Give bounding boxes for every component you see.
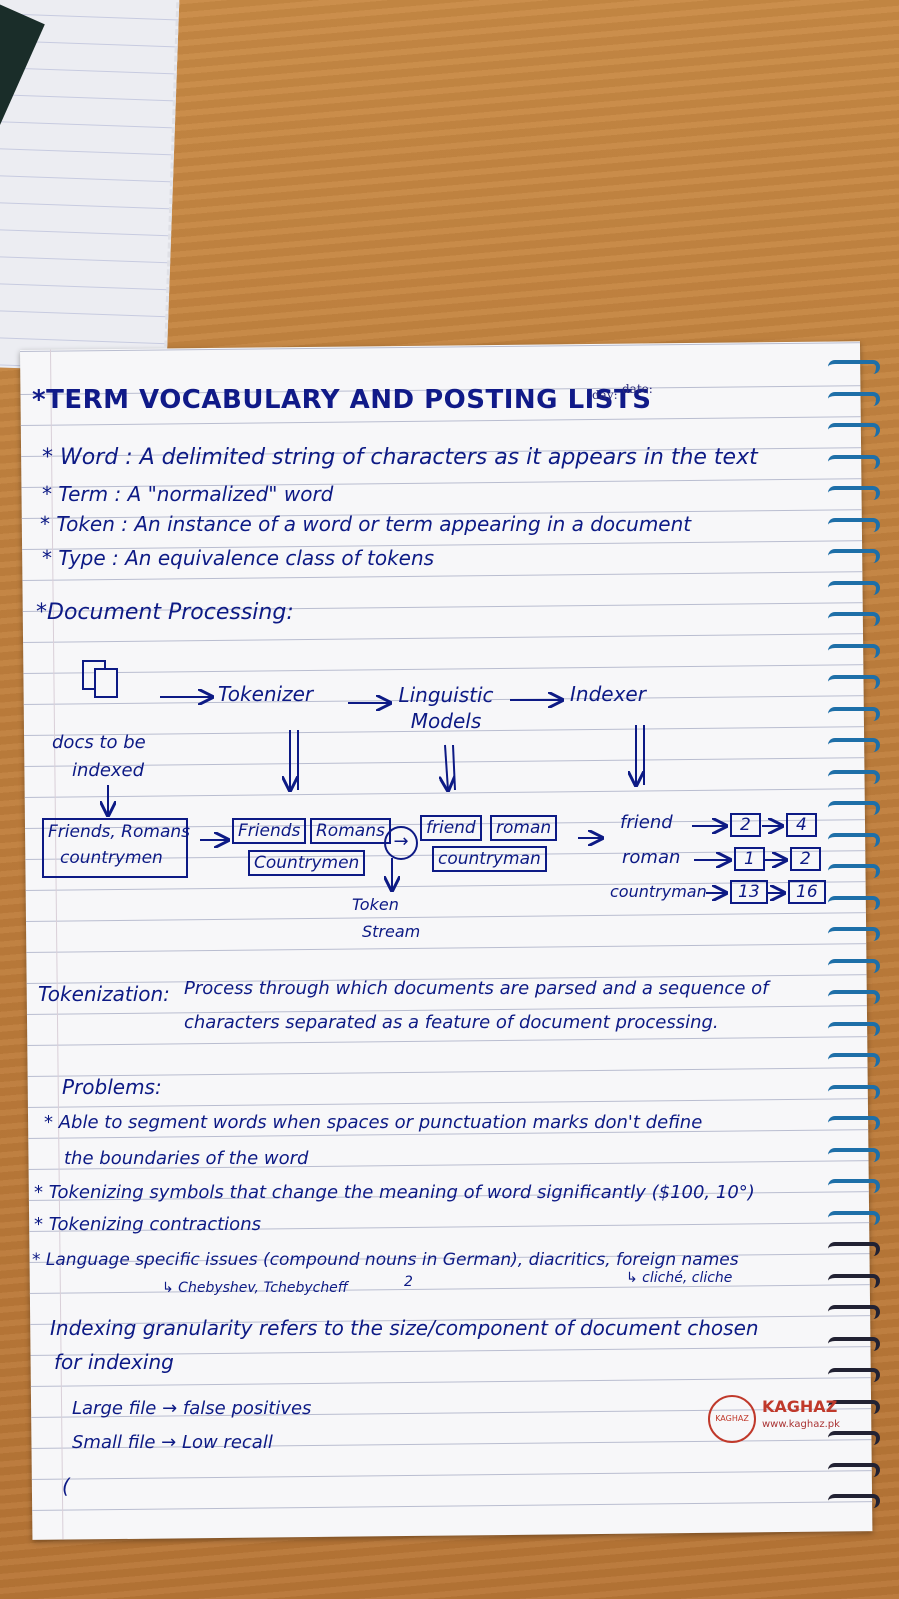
docs-label-line2: indexed [72, 760, 145, 781]
spiral-coil [828, 1084, 880, 1099]
normalized-box: countryman [432, 846, 547, 872]
spiral-coil [828, 1305, 880, 1319]
spiral-coil [828, 1210, 880, 1225]
spiral-binding [828, 360, 898, 1540]
definition-type: * Type : An equivalence class of tokens [42, 546, 435, 570]
pipeline-tokenizer: Tokenizer [218, 682, 314, 706]
problem-sub-note: ↳ cliché, cliche [626, 1270, 733, 1286]
spiral-coil [828, 391, 880, 406]
spiral-coil [828, 769, 880, 784]
spiral-coil [828, 832, 880, 847]
spiral-coil [828, 454, 880, 469]
spiral-coil [828, 738, 880, 752]
brand-stamp: KAGHAZ KAGHAZ www.kaghaz.pk [708, 1395, 848, 1445]
spiral-coil [828, 1399, 880, 1414]
posting-doc: 4 [786, 813, 817, 837]
spiral-coil [828, 958, 880, 973]
spiral-coil [828, 486, 880, 500]
spiral-coil [828, 1494, 880, 1508]
spiral-coil [828, 643, 880, 658]
spiral-coil [828, 990, 880, 1004]
posting-doc: 16 [788, 880, 826, 904]
token-stream-arrow-icon: → [384, 826, 418, 860]
spiral-coil [828, 549, 880, 563]
posting-term: countryman [610, 882, 707, 901]
spiral-coil [828, 675, 880, 689]
indexing-small-file: Small file → Low recall [72, 1432, 273, 1453]
problem-item: * Language specific issues (compound nou… [32, 1250, 739, 1270]
normalized-box: roman [490, 815, 558, 841]
section-heading: *Document Processing: [36, 600, 294, 625]
spiral-coil [828, 612, 880, 626]
page-title: *TERM VOCABULARY AND POSTING LISTS [32, 385, 652, 415]
problem-item-continued: the boundaries of the word [64, 1148, 309, 1169]
spiral-coil [828, 895, 880, 910]
spiral-coil [828, 1368, 880, 1382]
input-text-line1: Friends, Romans [48, 822, 191, 842]
token-box: Countrymen [248, 850, 366, 876]
input-text-line2: countrymen [60, 848, 163, 868]
posting-term: roman [622, 847, 681, 868]
problem-item: * Tokenizing contractions [34, 1214, 261, 1235]
spiral-coil [828, 1431, 880, 1445]
token-stream-label-line1: Token [352, 895, 399, 914]
spiral-coil [828, 1021, 880, 1036]
pipeline-linguistic-models: Linguistic Models [398, 683, 494, 733]
problem-sub-note: ↳ Chebyshev, Tchebycheff [162, 1280, 348, 1296]
spiral-coil [828, 580, 880, 595]
indexing-line1: Indexing granularity refers to the size/… [50, 1316, 759, 1340]
pipeline-indexer: Indexer [570, 682, 646, 706]
brand-url: www.kaghaz.pk [762, 1419, 840, 1430]
definition-term: * Term : A "normalized" word [42, 482, 334, 506]
posting-doc: 2 [790, 847, 821, 871]
spiral-coil [828, 1116, 880, 1130]
posting-doc: 1 [734, 847, 765, 871]
day-label: day: [592, 388, 618, 402]
spiral-coil [828, 927, 880, 941]
token-stream-label-line2: Stream [362, 922, 421, 941]
tokenization-line1: Process through which documents are pars… [184, 978, 769, 999]
brand-name: KAGHAZ [762, 1397, 838, 1416]
spiral-coil [828, 1462, 880, 1477]
posting-term: friend [620, 812, 673, 833]
spiral-coil [828, 1147, 880, 1162]
problem-item: * Tokenizing symbols that change the mea… [34, 1182, 755, 1203]
problems-heading: Problems: [62, 1075, 162, 1099]
spiral-coil [828, 1273, 880, 1288]
spiral-coil [828, 360, 880, 374]
tokenization-label: Tokenization: [38, 982, 170, 1006]
spiral-coil [828, 1242, 880, 1256]
spiral-coil [828, 517, 880, 532]
problem-sub-note-marker: 2 [404, 1274, 413, 1290]
spiral-coil [828, 801, 880, 815]
spiral-coil [828, 1053, 880, 1067]
kaghaz-logo: KAGHAZ [708, 1395, 756, 1443]
docs-icon [82, 660, 122, 700]
date-label: date: [622, 382, 653, 396]
token-box: Friends [232, 818, 307, 844]
stray-mark: ( [62, 1474, 70, 1498]
spiral-coil [828, 1179, 880, 1193]
problem-item: * Able to segment words when spaces or p… [44, 1112, 703, 1133]
indexing-line2: for indexing [54, 1350, 174, 1374]
indexing-large-file: Large file → false positives [72, 1398, 312, 1419]
normalized-box: friend [420, 815, 482, 841]
spiral-coil [828, 706, 880, 721]
tokenization-line2: characters separated as a feature of doc… [184, 1012, 719, 1033]
input-text-box: Friends, Romans countrymen [42, 818, 191, 878]
posting-doc: 2 [730, 813, 761, 837]
spiral-coil [828, 423, 880, 437]
definition-token: * Token : An instance of a word or term … [40, 512, 692, 536]
spiral-coil [828, 1336, 880, 1351]
spiral-coil [828, 864, 880, 878]
definition-word: * Word : A delimited string of character… [42, 445, 758, 470]
docs-label-line1: docs to be [52, 732, 146, 753]
